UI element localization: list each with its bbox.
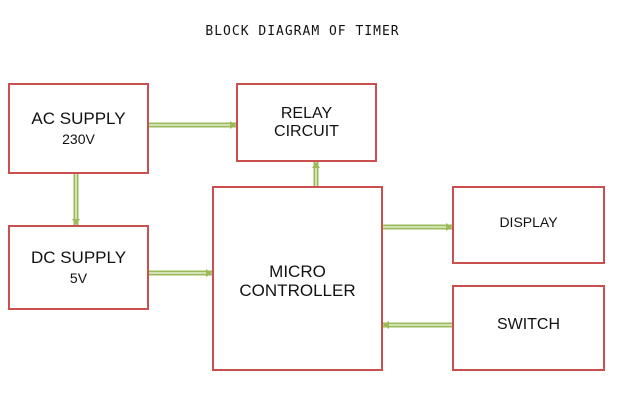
arrowhead-icon (383, 321, 389, 329)
arrow-micro-to-relay (312, 162, 320, 186)
switch-label: SWITCH (496, 316, 561, 334)
arrow-ac-to-dc (72, 174, 80, 225)
micro-label-line1: MICRO (269, 261, 326, 281)
microcontroller-block: MICRO CONTROLLER (212, 186, 383, 371)
arrowhead-icon (312, 162, 320, 168)
micro-label-line2: CONTROLLER (239, 280, 356, 300)
relay-circuit-block: RELAY CIRCUIT (236, 83, 377, 162)
ac-supply-block: AC SUPPLY 230V (8, 83, 149, 174)
ac-supply-label: AC SUPPLY (31, 108, 126, 128)
dc-supply-label: DC SUPPLY (30, 247, 127, 267)
arrow-micro-to-display (383, 223, 452, 231)
dc-supply-block: DC SUPPLY 5V (8, 225, 149, 310)
arrow-dc-to-micro (149, 269, 212, 277)
ac-supply-voltage: 230V (62, 130, 95, 147)
relay-label-line2: CIRCUIT (274, 122, 339, 140)
relay-label-line1: RELAY (280, 104, 333, 122)
switch-block: SWITCH (452, 285, 605, 371)
display-block: DISPLAY (452, 186, 605, 264)
display-label: DISPLAY (499, 214, 558, 231)
diagram-title: BLOCK DIAGRAM OF TIMER (205, 24, 400, 39)
arrow-switch-to-micro (383, 321, 452, 329)
arrow-ac-to-relay (149, 121, 236, 129)
dc-supply-voltage: 5V (69, 269, 88, 286)
